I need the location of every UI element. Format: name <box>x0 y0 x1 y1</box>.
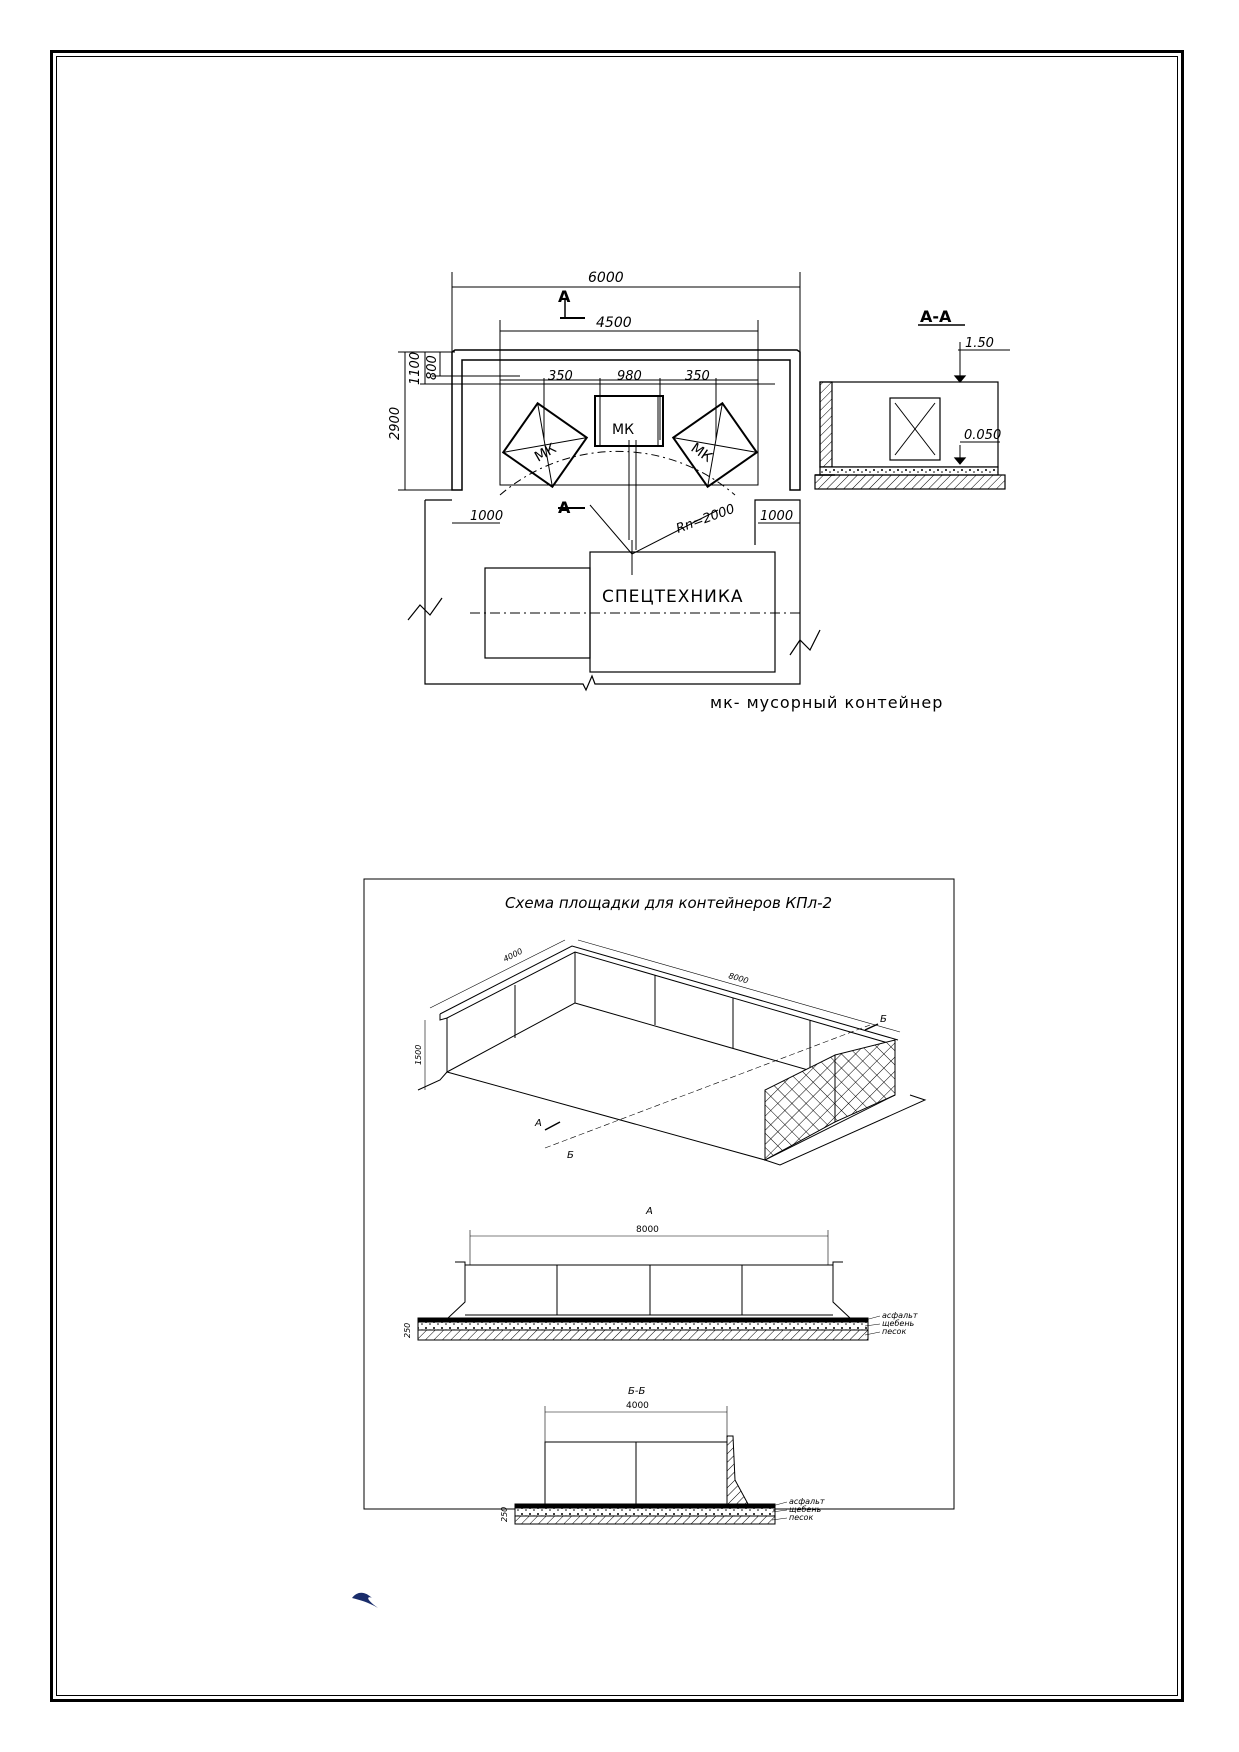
scheme-view-a-labels: А 8000 250 асфальт щебень песок <box>403 1206 918 1338</box>
iso-mark-b-bottom: Б <box>567 1150 574 1161</box>
view-a-layer-1: асфальт <box>882 1311 918 1320</box>
dim-1100: 1100 <box>408 352 423 385</box>
page-frame-inner <box>56 56 1178 1696</box>
iso-mark-b-top: Б <box>880 1014 887 1025</box>
iso-mark-a: А <box>534 1118 542 1129</box>
view-b-title: Б-Б <box>628 1386 645 1397</box>
dim-350-right: 350 <box>685 369 710 384</box>
scheme-view-a <box>417 1230 881 1341</box>
section-aa-title: А-А <box>920 307 952 326</box>
vehicle-label: СПЕЦТЕХНИКА <box>602 587 744 607</box>
section-aa-drawing <box>814 324 1010 490</box>
view-b-height: 250 <box>500 1507 509 1522</box>
scheme-frame <box>363 878 955 1510</box>
dim-980: 980 <box>617 369 642 384</box>
iso-dim-width: 4000 <box>502 947 524 964</box>
page-frame-outer <box>50 50 1184 1702</box>
container-label-center: МК <box>612 422 634 438</box>
view-a-layer-2: щебень <box>882 1319 915 1328</box>
legend-text: мк- мусорный контейнер <box>710 693 943 712</box>
view-a-height: 250 <box>403 1323 412 1338</box>
site-plan-labels: 6000 4500 350 980 350 2900 1100 800 1000… <box>388 270 943 712</box>
dim-4500: 4500 <box>596 315 632 331</box>
dim-1000-left: 1000 <box>470 509 503 524</box>
section-aa-labels: А-А 1.50 0.050 <box>920 307 1001 443</box>
view-b-layer-2: щебень <box>789 1505 822 1514</box>
view-a-title: А <box>645 1206 653 1217</box>
dim-2900: 2900 <box>388 407 403 440</box>
level-bottom: 0.050 <box>964 428 1001 443</box>
scheme-view-b-labels: Б-Б 4000 250 асфальт щебень песок <box>500 1386 825 1522</box>
iso-dim-height: 1500 <box>414 1045 423 1065</box>
radius-label: Rn=2000 <box>674 502 737 537</box>
container-label-left: МК <box>532 441 559 466</box>
site-plan-drawing <box>398 272 821 692</box>
view-b-dim: 4000 <box>626 1401 649 1411</box>
dim-350-left: 350 <box>548 369 573 384</box>
dim-800: 800 <box>425 355 440 380</box>
level-top: 1.50 <box>965 336 994 351</box>
view-b-layer-3: песок <box>789 1513 813 1522</box>
section-mark-top: A <box>558 287 571 306</box>
scheme-isometric-view <box>417 939 927 1166</box>
view-a-layer-3: песок <box>882 1327 906 1336</box>
dim-6000: 6000 <box>588 270 624 286</box>
dim-1000-right: 1000 <box>760 509 793 524</box>
view-b-layer-1: асфальт <box>789 1497 825 1506</box>
bird-logo-icon <box>352 1592 378 1608</box>
view-a-dim: 8000 <box>636 1225 659 1235</box>
scheme-view-b <box>514 1406 788 1525</box>
section-mark-bottom: A <box>558 498 571 517</box>
scheme-title: Схема площадки для контейнеров КПл-2 <box>505 894 832 912</box>
